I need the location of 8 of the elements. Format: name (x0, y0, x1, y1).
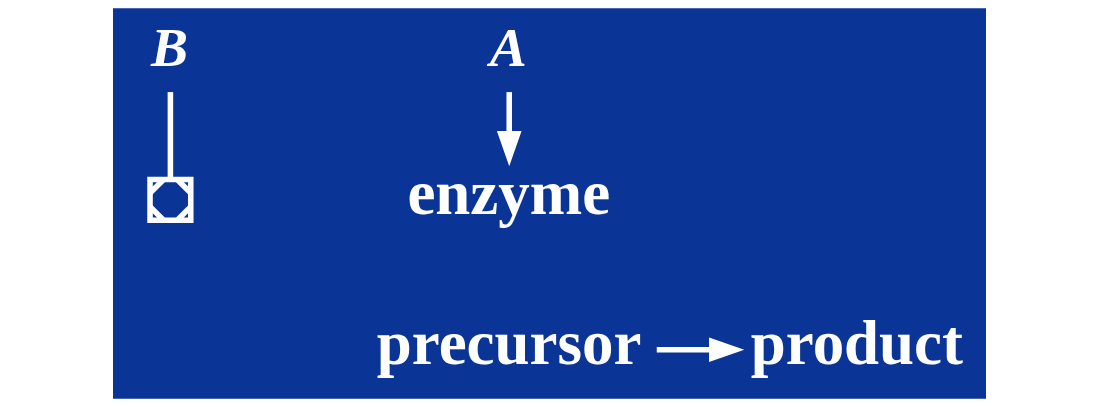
node-text: B (150, 16, 188, 78)
node-text: precursor (376, 308, 641, 379)
arrow (656, 337, 744, 363)
node-text: enzyme (406, 158, 610, 229)
node-text: product (750, 308, 963, 379)
arrow (496, 92, 522, 167)
node-text: A (489, 16, 527, 78)
connector (167, 92, 173, 179)
